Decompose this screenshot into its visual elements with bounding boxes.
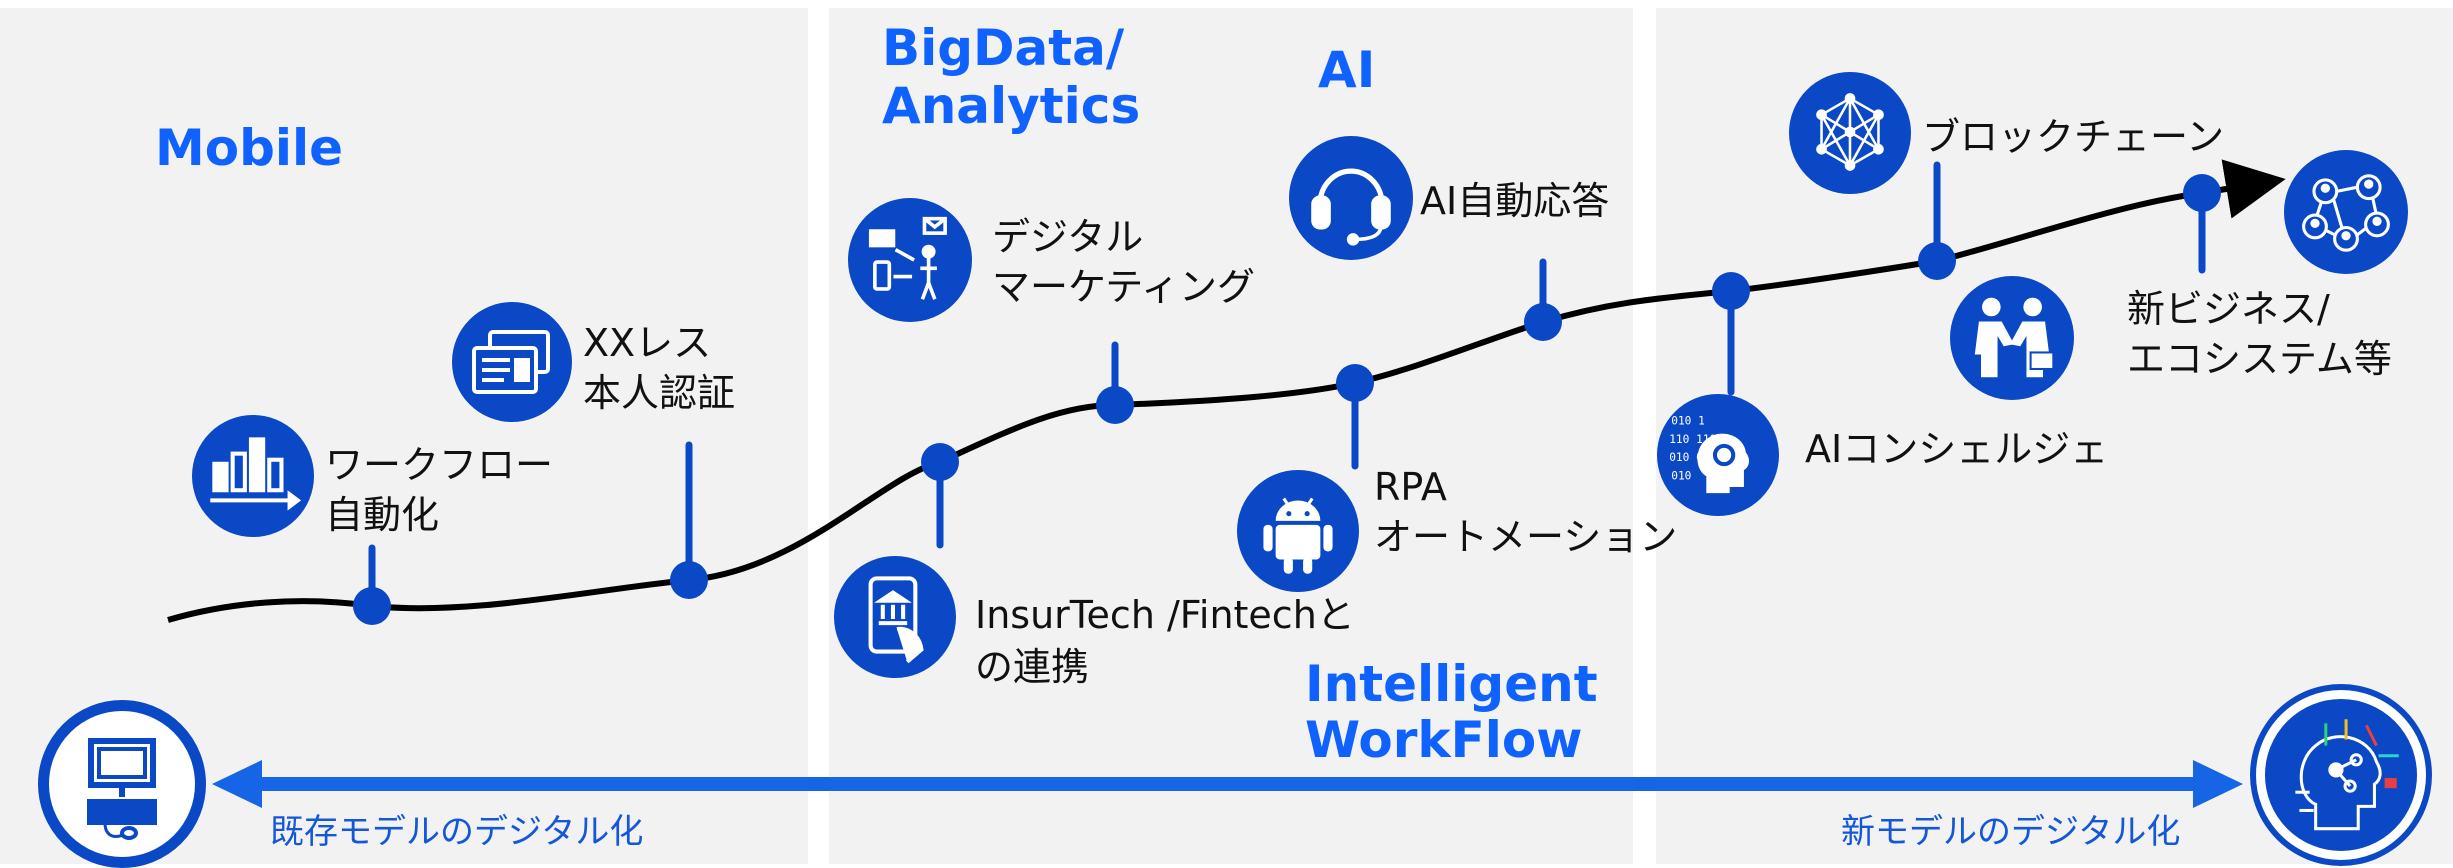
label-workflow-line1: ワークフロー — [325, 443, 554, 487]
label-insurtech-line1: InsurTech /Fintechと — [975, 593, 1355, 637]
label-new-digitalization: 新モデルのデジタル化 — [1841, 812, 2181, 852]
blockchain-network-icon — [1789, 72, 1911, 194]
id-card-icon — [452, 302, 572, 422]
label-blockchain: ブロックチェーン — [1922, 115, 2225, 159]
category-ai: AI — [1318, 41, 1376, 99]
digitalization-arrow — [212, 760, 2243, 808]
label-newbiz-line1: 新ビジネス/ — [2127, 287, 2330, 331]
label-rpa-line2: オートメーション — [1374, 515, 1678, 559]
category-bigdata-line2: Analytics — [882, 77, 1141, 135]
label-rpa-line1: RPA — [1374, 465, 1447, 509]
brain-gear-icon: 010 1 110 110 010 010 010 — [1657, 394, 1779, 516]
handshake-icon — [1950, 276, 2074, 400]
svg-text:010: 010 — [1671, 469, 1691, 482]
label-digital-marketing-line1: デジタル — [992, 215, 1144, 259]
label-digital-marketing-line2: マーケティング — [992, 265, 1255, 309]
computer-icon — [38, 700, 206, 868]
label-existing-digitalization: 既存モデルのデジタル化 — [270, 812, 644, 852]
progress-curve — [167, 159, 2286, 623]
ai-circuit-head-icon — [2256, 690, 2426, 860]
workflow-chart-icon — [192, 415, 314, 537]
digital-marketing-icon — [848, 198, 972, 322]
label-xxless-line2: 本人認証 — [583, 371, 736, 415]
label-xxless-line1: XXレス — [583, 321, 712, 365]
android-robot-icon — [1237, 470, 1359, 592]
category-intelligent-line1: Intelligent — [1305, 655, 1598, 713]
category-bigdata-line1: BigData/ — [882, 19, 1125, 77]
milestone-nodes — [353, 174, 2221, 625]
people-network-icon — [2284, 150, 2408, 274]
label-newbiz-line2: エコシステム等 — [2127, 337, 2392, 381]
label-workflow-line2: 自動化 — [325, 493, 440, 537]
label-ai-answer: AI自動応答 — [1420, 179, 1610, 223]
label-insurtech-line2: の連携 — [975, 645, 1090, 689]
category-mobile: Mobile — [155, 119, 344, 177]
bank-smartphone-icon — [834, 556, 956, 678]
label-ai-concierge: AIコンシェルジェ — [1805, 427, 2109, 471]
svg-text:010 1: 010 1 — [1671, 415, 1705, 428]
headset-icon — [1289, 136, 1413, 260]
panel-bigdata-ai — [829, 8, 1633, 864]
category-intelligent-line2: WorkFlow — [1305, 711, 1583, 769]
